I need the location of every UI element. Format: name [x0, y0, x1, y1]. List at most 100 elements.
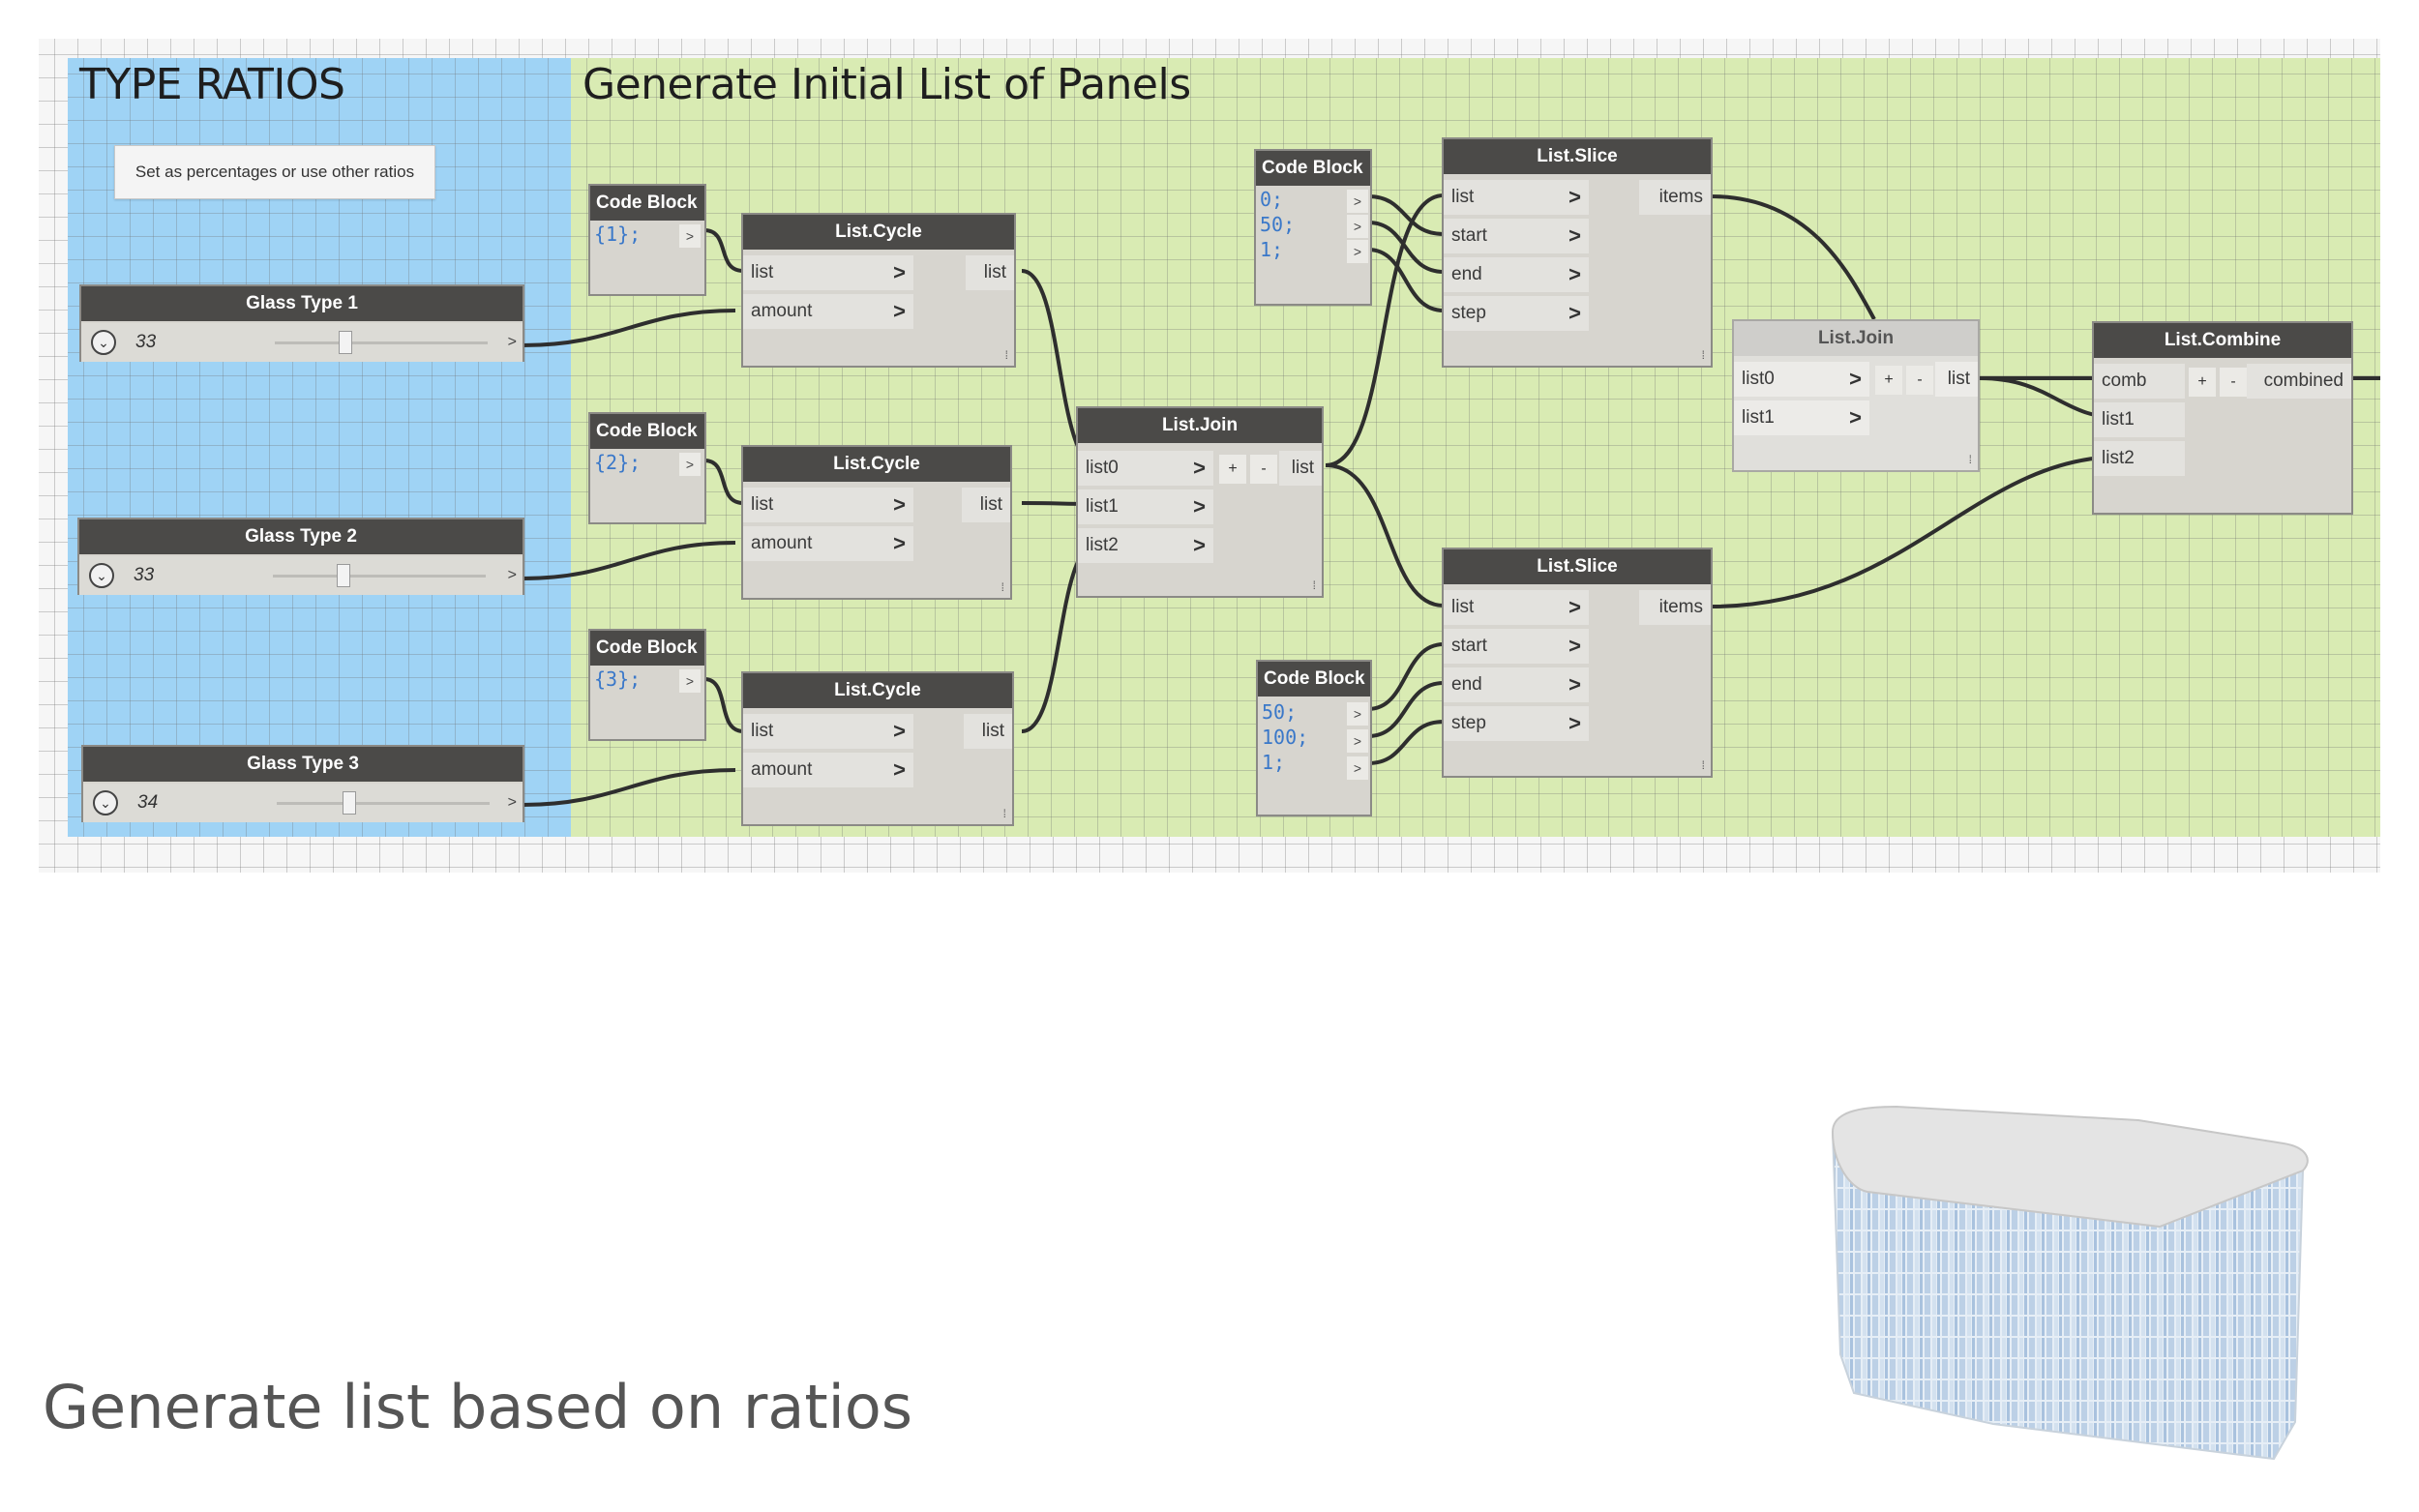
output-port-list[interactable]: list: [966, 255, 1014, 290]
input-port-step[interactable]: step>: [1444, 296, 1589, 331]
output-port-items[interactable]: items: [1639, 590, 1711, 625]
input-port-list0[interactable]: list0>: [1734, 362, 1869, 397]
output-port-list[interactable]: list: [1279, 451, 1322, 486]
chevron-right-icon: >: [893, 299, 906, 323]
output-port[interactable]: >: [507, 567, 517, 583]
output-port-list[interactable]: list: [962, 488, 1010, 522]
chevron-right-icon: >: [1568, 185, 1581, 209]
input-port-list1[interactable]: list1: [2094, 402, 2185, 437]
input-port-list1[interactable]: list1>: [1734, 400, 1869, 435]
remove-input-button[interactable]: -: [1250, 455, 1277, 484]
input-port-list0[interactable]: list0>: [1078, 451, 1213, 486]
code-block-3[interactable]: Code Block {3}; >: [588, 629, 706, 741]
slider-thumb[interactable]: [342, 791, 356, 815]
group-type-ratios[interactable]: TYPE RATIOS Set as percentages or use ot…: [68, 58, 571, 837]
input-port-list1[interactable]: list1>: [1078, 489, 1213, 524]
input-port-list[interactable]: list>: [743, 488, 913, 522]
output-port[interactable]: >: [679, 669, 701, 693]
input-port-start[interactable]: start>: [1444, 629, 1589, 664]
input-port-list2[interactable]: list2: [2094, 441, 2185, 476]
slider-value: 33: [134, 565, 155, 585]
resize-handle-icon[interactable]: ⁞: [1000, 580, 1004, 594]
resize-handle-icon[interactable]: ⁞: [1002, 807, 1006, 820]
output-port[interactable]: >: [679, 453, 701, 476]
list-join-node-main[interactable]: List.Join list0> list1> list2> + - list …: [1076, 406, 1324, 598]
figure-caption: Generate list based on ratios: [43, 1372, 913, 1442]
resize-handle-icon[interactable]: ⁞: [1701, 758, 1705, 772]
slider-node-glass-type-2[interactable]: Glass Type 2 ⌄ 33 >: [77, 518, 524, 595]
code-line[interactable]: 1;: [1262, 751, 1286, 774]
output-port[interactable]: >: [1347, 756, 1368, 780]
output-port-items[interactable]: items: [1639, 180, 1711, 215]
input-port-comb[interactable]: comb: [2094, 364, 2185, 399]
code-block-1[interactable]: Code Block {1}; >: [588, 184, 706, 296]
port-label: comb: [2102, 371, 2147, 391]
resize-handle-icon[interactable]: ⁞: [1312, 578, 1316, 592]
slider-node-glass-type-1[interactable]: Glass Type 1 ⌄ 33 >: [79, 284, 524, 362]
input-port-step[interactable]: step>: [1444, 706, 1589, 741]
code-block-5[interactable]: Code Block 50; 100; 1; > > >: [1256, 660, 1372, 816]
remove-input-button[interactable]: -: [1906, 366, 1933, 395]
port-label: amount: [751, 301, 813, 321]
input-port-list2[interactable]: list2>: [1078, 528, 1213, 563]
list-slice-node-1[interactable]: List.Slice list> start> end> step> items…: [1442, 137, 1713, 368]
list-cycle-node-3[interactable]: List.Cycle list> amount> list ⁞: [741, 671, 1014, 826]
list-join-node-secondary[interactable]: List.Join list0> list1> + - list ⁞: [1732, 319, 1980, 472]
code-line[interactable]: 1;: [1260, 238, 1284, 261]
code-line[interactable]: {2};: [594, 451, 642, 474]
input-port-amount[interactable]: amount >: [743, 294, 913, 329]
slider-track[interactable]: [277, 802, 490, 805]
resize-handle-icon[interactable]: ⁞: [1968, 453, 1972, 466]
resize-handle-icon[interactable]: ⁞: [1701, 348, 1705, 362]
input-port-list[interactable]: list>: [743, 714, 913, 749]
code-line[interactable]: 100;: [1262, 726, 1309, 749]
add-input-button[interactable]: +: [1219, 455, 1246, 484]
code-line[interactable]: 50;: [1262, 700, 1298, 724]
code-block-title: Code Block: [590, 414, 704, 449]
chevron-right-icon: >: [1193, 494, 1206, 519]
list-slice-node-2[interactable]: List.Slice list> start> end> step> items…: [1442, 548, 1713, 778]
list-cycle-node-1[interactable]: List.Cycle list> amount> list ⁞: [741, 213, 1016, 368]
slider-thumb[interactable]: [338, 331, 352, 354]
code-line[interactable]: 0;: [1260, 188, 1284, 211]
output-port[interactable]: >: [1347, 729, 1368, 753]
remove-input-button[interactable]: -: [2220, 368, 2247, 397]
resize-handle-icon[interactable]: ⁞: [1004, 348, 1008, 362]
input-port-end[interactable]: end>: [1444, 667, 1589, 702]
code-block-2[interactable]: Code Block {2}; >: [588, 412, 706, 524]
output-port[interactable]: >: [1347, 702, 1368, 726]
code-block-4[interactable]: Code Block 0; 50; 1; > > >: [1254, 149, 1372, 306]
output-port[interactable]: >: [1347, 215, 1368, 238]
code-line[interactable]: {1};: [594, 222, 642, 246]
output-port-combined[interactable]: combined: [2247, 364, 2351, 399]
input-port-list[interactable]: list>: [1444, 590, 1589, 625]
chevron-down-icon[interactable]: ⌄: [91, 330, 116, 355]
node-canvas[interactable]: TYPE RATIOS Set as percentages or use ot…: [39, 39, 2380, 873]
output-port-list[interactable]: list: [1935, 362, 1978, 397]
input-port-start[interactable]: start>: [1444, 219, 1589, 253]
chevron-down-icon[interactable]: ⌄: [93, 790, 118, 815]
input-port-list[interactable]: list>: [1444, 180, 1589, 215]
input-port-amount[interactable]: amount>: [743, 753, 913, 787]
code-line[interactable]: {3};: [594, 667, 642, 691]
list-cycle-node-2[interactable]: List.Cycle list> amount> list ⁞: [741, 445, 1012, 600]
output-port[interactable]: >: [679, 224, 701, 248]
slider-track[interactable]: [273, 575, 486, 578]
chevron-down-icon[interactable]: ⌄: [89, 563, 114, 588]
output-port-list[interactable]: list: [964, 714, 1012, 749]
slider-node-glass-type-3[interactable]: Glass Type 3 ⌄ 34 >: [81, 745, 524, 822]
output-port[interactable]: >: [507, 794, 517, 811]
code-line[interactable]: 50;: [1260, 213, 1296, 236]
output-port[interactable]: >: [1347, 190, 1368, 213]
slider-thumb[interactable]: [336, 564, 350, 587]
input-port-list[interactable]: list>: [743, 255, 913, 290]
input-port-end[interactable]: end>: [1444, 257, 1589, 292]
output-port[interactable]: >: [507, 334, 517, 350]
output-port[interactable]: >: [1347, 240, 1368, 263]
add-input-button[interactable]: +: [1875, 366, 1902, 395]
slider-track[interactable]: [275, 341, 488, 344]
port-label: step: [1451, 713, 1486, 733]
list-combine-node[interactable]: List.Combine comb list1 list2 + - combin…: [2092, 321, 2353, 515]
add-input-button[interactable]: +: [2189, 368, 2216, 397]
input-port-amount[interactable]: amount>: [743, 526, 913, 561]
